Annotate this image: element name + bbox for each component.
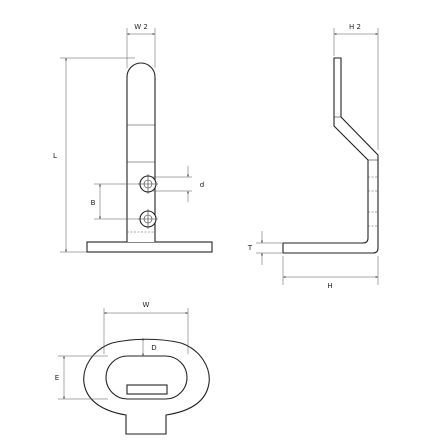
front-view: W 2 L d B <box>53 23 213 253</box>
label-b: B <box>91 199 96 207</box>
label-h2: H 2 <box>349 23 361 31</box>
top-view: W D E <box>55 301 210 435</box>
tab-section <box>126 384 168 395</box>
label-t: T <box>247 244 253 252</box>
side-profile <box>282 57 379 254</box>
upper-hole <box>138 174 158 194</box>
label-d-top: D <box>151 344 156 352</box>
dim-h: H <box>282 256 379 290</box>
label-w2: W 2 <box>134 23 148 31</box>
dim-w: W <box>103 301 189 354</box>
dim-d: d <box>152 166 204 202</box>
dim-t: T <box>247 231 282 265</box>
dim-d-top: D <box>142 337 157 357</box>
dim-e: E <box>55 355 108 400</box>
label-w: W <box>143 301 150 309</box>
base-plate <box>86 241 213 253</box>
dim-b: B <box>91 183 140 220</box>
dim-l: L <box>53 57 135 253</box>
label-l: L <box>53 152 57 160</box>
label-e: E <box>55 374 59 382</box>
dim-w2: W 2 <box>126 23 156 68</box>
label-d: d <box>200 181 204 189</box>
tab-body <box>126 62 156 242</box>
label-h: H <box>327 282 332 290</box>
side-view: H 2 T H <box>247 23 379 290</box>
dim-h2: H 2 <box>333 23 379 150</box>
